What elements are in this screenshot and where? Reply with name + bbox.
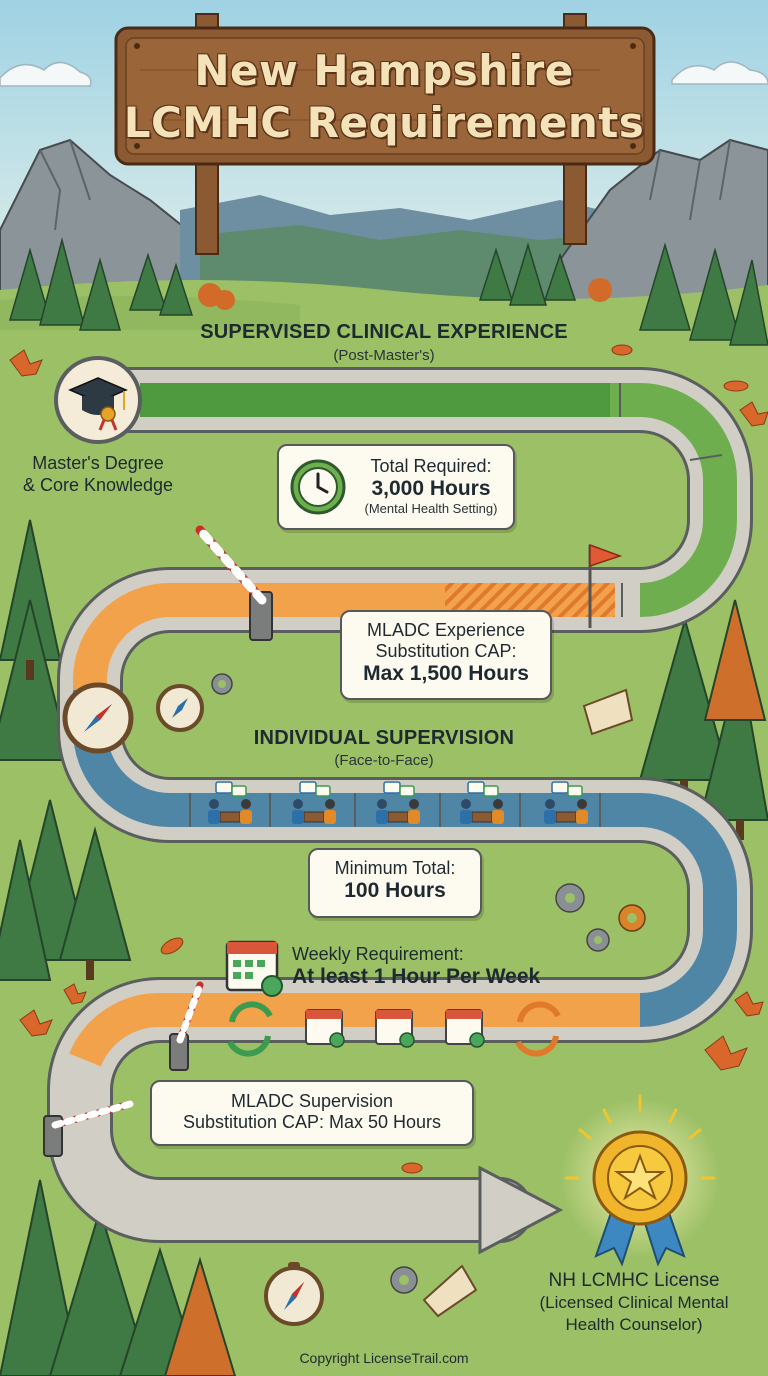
finish-label-line2: (Licensed Clinical Mental (539, 1293, 729, 1312)
clinical-experience-subtitle: (Post-Master's) (333, 347, 435, 364)
experience-substitution-line1: MLADC Experience (366, 620, 526, 640)
compass-icon (62, 682, 134, 754)
compass-icon (264, 1262, 324, 1326)
experience-substitution-line3: Max 1,500 Hours (363, 662, 529, 685)
title-line-1: New Hampshire (194, 46, 574, 95)
supervision-meeting-icon (544, 781, 588, 824)
flag-icon (588, 543, 623, 628)
graduation-cap-icon (54, 356, 142, 444)
title-line-2: LCMHC Requirements (123, 98, 645, 147)
supervision-substitution-line1: MLADC Supervision (230, 1091, 394, 1111)
supervision-meeting-icon (292, 781, 336, 824)
cloud-icon (0, 61, 768, 87)
supervision-substitution-line2: Substitution CAP: Max 50 Hours (182, 1112, 442, 1132)
weekly-requirement-line2: At least 1 Hour Per Week (292, 965, 541, 988)
individual-supervision-subtitle: (Face-to-Face) (334, 752, 434, 769)
experience-substitution-callout: MLADC Experience Substitution CAP: Max 1… (340, 610, 552, 700)
finish-label-line1: NH LCMHC License (548, 1270, 720, 1291)
calendar-icon (375, 1009, 415, 1048)
minimum-total-line1: Minimum Total: (334, 858, 456, 878)
calendar-icon (445, 1009, 485, 1048)
minimum-total-line2: 100 Hours (344, 879, 446, 902)
total-required-line2: 3,000 Hours (371, 477, 491, 500)
total-required-line3: (Mental Health Setting) (364, 501, 498, 516)
refresh-cycle-icon (515, 1001, 561, 1057)
scroll-icon (422, 688, 634, 1318)
clock-icon (290, 459, 346, 515)
refresh-cycle-icon (227, 1001, 273, 1057)
minimum-total-callout: Minimum Total: 100 Hours (308, 848, 482, 918)
supervision-meeting-icon (208, 781, 252, 824)
total-required-callout: Total Required: 3,000 Hours (Mental Heal… (277, 444, 515, 530)
supervision-substitution-callout: MLADC Supervision Substitution CAP: Max … (150, 1080, 474, 1146)
copyright: Copyright LicenseTrail.com (299, 1350, 469, 1366)
compass-icon (156, 684, 204, 732)
supervision-meeting-icon (460, 781, 504, 824)
finish-label-line3: Health Counselor) (565, 1315, 703, 1334)
calendar-icon (305, 1009, 345, 1048)
start-label-line1: Master's Degree (32, 453, 164, 473)
clinical-experience-title: SUPERVISED CLINICAL EXPERIENCE (200, 321, 568, 343)
award-badge-icon (592, 1130, 688, 1267)
start-label-line2: & Core Knowledge (22, 475, 174, 495)
title-sign (114, 26, 656, 166)
barrier-gate-icon (43, 1100, 134, 1157)
start-label: Master's Degree & Core Knowledge (8, 452, 188, 496)
barrier-gate-icon (195, 525, 273, 641)
finish-label: NH LCMHC License (Licensed Clinical Ment… (500, 1270, 768, 1336)
supervision-meeting-icon (376, 781, 420, 824)
calendar-icon (225, 940, 283, 997)
experience-substitution-line2: Substitution CAP: (375, 641, 517, 661)
individual-supervision-title: INDIVIDUAL SUPERVISION (253, 727, 515, 749)
weekly-requirement: Weekly Requirement: At least 1 Hour Per … (292, 944, 572, 989)
barrier-gate-icon (169, 981, 204, 1071)
total-required-line1: Total Required: (370, 456, 492, 476)
weekly-requirement-line1: Weekly Requirement: (292, 944, 464, 964)
finish-arrowhead (478, 1165, 564, 1255)
